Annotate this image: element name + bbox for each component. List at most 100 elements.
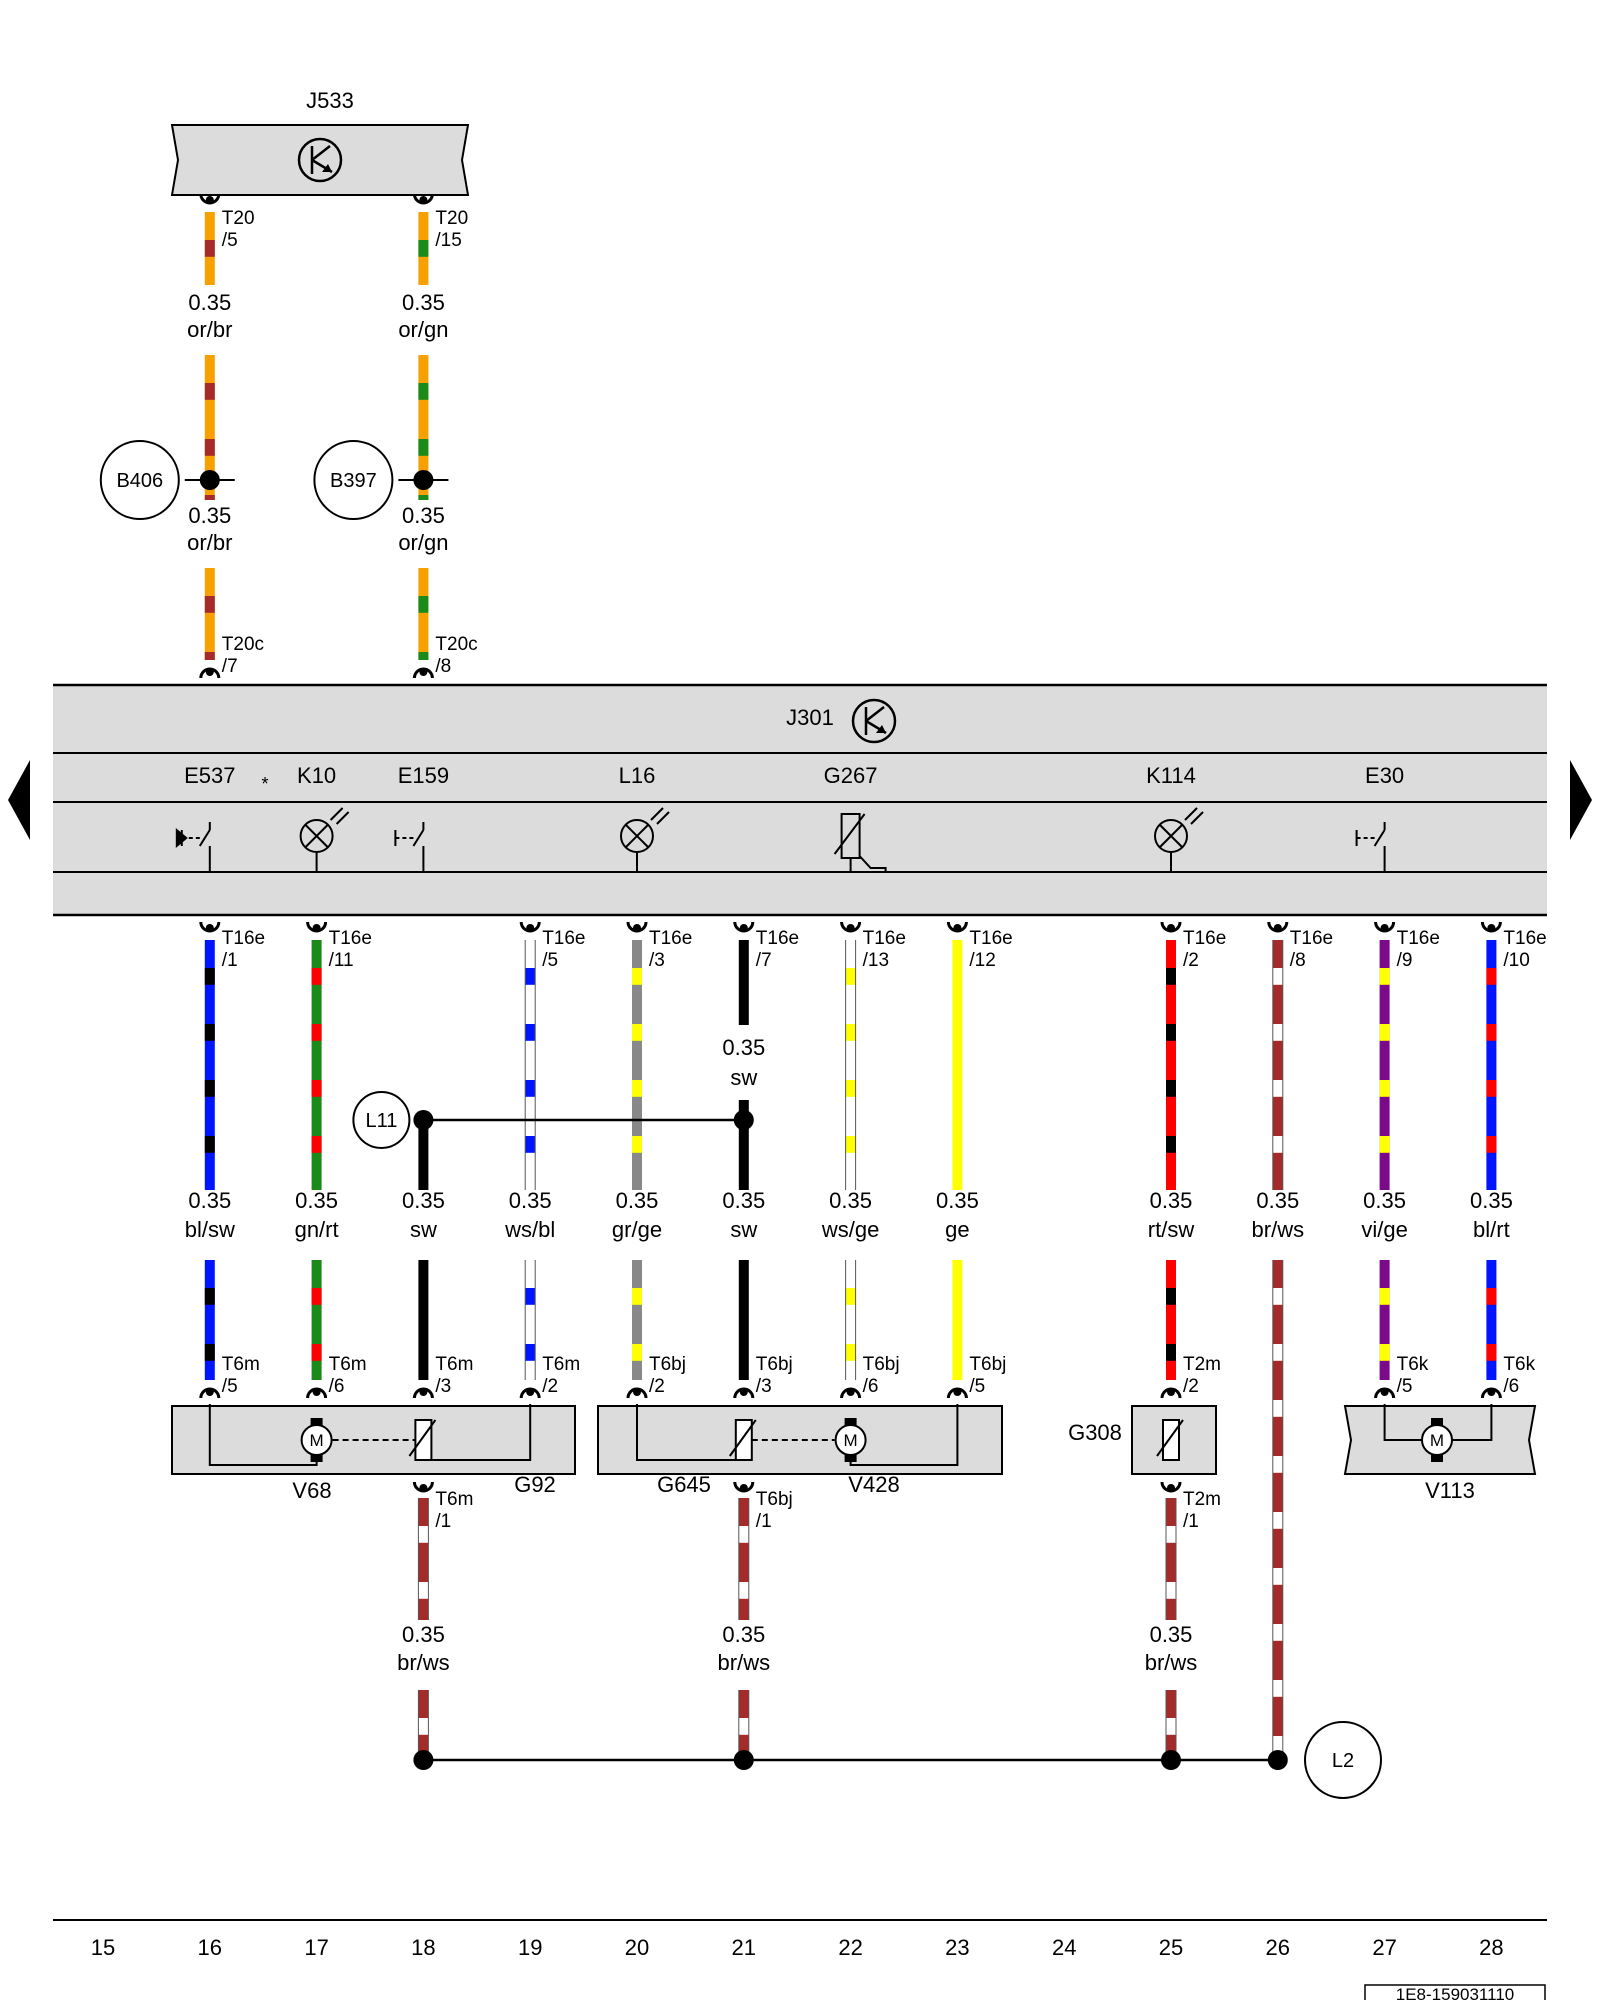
motor-letter: M: [844, 1431, 858, 1450]
wire-upper-c-stripe: [204, 652, 215, 660]
motor-brush: [310, 1418, 323, 1425]
wire-ground-b: [417, 1690, 429, 1760]
potentiometer-icon: [1156, 1419, 1184, 1461]
device-label: V113: [1425, 1478, 1475, 1503]
wire-size: 0.35: [402, 1188, 445, 1213]
wire-ground-a-stripe: [418, 1582, 429, 1599]
connector-pin: [1380, 924, 1389, 932]
wire-upper-b-stripe: [418, 439, 429, 456]
wire-lower-a-base: [1379, 940, 1390, 1190]
component-resistor-icon: [833, 813, 887, 872]
component-switch-icon: [394, 822, 425, 872]
wire-lower-c-stripe: [845, 1288, 856, 1305]
wire-lower-b-segment: [738, 1100, 749, 1190]
connector-pin: [526, 1388, 535, 1396]
pin-connector-device: [840, 1387, 862, 1399]
pin-label-top: T20/15: [435, 208, 468, 251]
junction-dot: [733, 1110, 754, 1130]
column-number: 24: [1052, 1935, 1076, 1960]
pin-connector-j301: [1160, 921, 1182, 933]
pin-label-j301: T16e/12: [969, 928, 1012, 971]
lamp-cross: [304, 824, 329, 848]
pot-body: [734, 1419, 753, 1461]
connector-pin: [1487, 1388, 1496, 1396]
wire-lower-c-stripe: [1272, 1344, 1283, 1361]
wire-lower-a-stripe: [845, 1080, 856, 1097]
wire-size: 0.35: [188, 1188, 231, 1213]
pin-connector-top: [412, 193, 434, 205]
connector-pin: [953, 1388, 962, 1396]
wire-lower-a-stripe: [1166, 1080, 1176, 1097]
component-label: E537: [184, 763, 235, 788]
device-label: G645: [657, 1472, 711, 1497]
wire-color-code: sw: [730, 1065, 757, 1090]
wire-lower-c-stripe: [311, 1288, 322, 1305]
pin-label-bottom: T20c/8: [435, 634, 477, 677]
wire-lower-a-stripe: [204, 1080, 215, 1097]
wire-lower-b: [738, 1100, 749, 1190]
wire-size: 0.35: [722, 1035, 765, 1060]
pin-label-device: T6m/2: [542, 1354, 580, 1397]
wire-lower-c: [845, 1260, 857, 1380]
wire-upper-c-base: [204, 568, 215, 660]
pin-connector-device: [519, 1387, 541, 1399]
wire-size: 0.35: [1470, 1188, 1513, 1213]
ground-junction-dot: [1267, 1750, 1288, 1770]
wire-size: 0.35: [722, 1622, 765, 1647]
column-number: 22: [838, 1935, 862, 1960]
pin-label-device: T2m/2: [1183, 1354, 1221, 1397]
wire-ground-b: [1165, 1690, 1177, 1760]
wire-lower-a-stripe: [1486, 1080, 1497, 1097]
pin-connector-top: [199, 193, 221, 205]
wire-lower-c-stripe: [1272, 1512, 1283, 1529]
wire-lower-a-base: [1486, 940, 1497, 1190]
component-switch-icon: [1355, 822, 1386, 872]
device-trace: [636, 1404, 744, 1461]
component-lamp-icon: [620, 807, 670, 872]
pin-label-j301: T16e/13: [863, 928, 906, 971]
wire-lower-a-base: [632, 940, 642, 1190]
pin-label-device: T6bj/3: [756, 1354, 793, 1397]
wire-upper-c-stripe: [204, 596, 215, 613]
wire-ground-b-stripe: [418, 1718, 429, 1735]
wire-ground-a-stripe: [418, 1526, 429, 1543]
wire-lower-c-stripe: [1486, 1288, 1497, 1305]
wire-lower-a-base: [204, 940, 215, 1190]
wire-size: 0.35: [402, 1622, 445, 1647]
pin-label-device: T6bj/5: [969, 1354, 1006, 1397]
wire-size: 0.35: [1150, 1622, 1193, 1647]
column-number: 27: [1372, 1935, 1396, 1960]
pin-label-device: T6k/5: [1397, 1354, 1429, 1397]
wire-lower-c-segment: [952, 1260, 963, 1380]
wire-upper-b-base: [204, 355, 215, 500]
processor-icon: [297, 137, 343, 183]
component-label: G267: [824, 763, 878, 788]
wire-lower-a-stripe: [632, 1136, 642, 1153]
wire-lower-a: [632, 940, 642, 1190]
motor-letter: M: [1430, 1431, 1444, 1450]
wire-ground-a: [1165, 1498, 1177, 1620]
column-number: 15: [91, 1935, 115, 1960]
motor-brush: [844, 1455, 857, 1462]
pin-connector-ground: [1160, 1481, 1182, 1493]
wire-lower-c-segment: [738, 1260, 749, 1380]
pin-label-j301: T16e/5: [542, 928, 585, 971]
column-number: 16: [198, 1935, 222, 1960]
connector-pin: [419, 668, 428, 676]
pin-connector-j301: [626, 921, 648, 933]
wire-color-code: br/ws: [397, 1650, 450, 1675]
wire-lower-a-stripe: [204, 1024, 215, 1041]
pin-connector-bottom: [199, 667, 221, 679]
processor-icon: [851, 698, 897, 744]
column-number: 25: [1159, 1935, 1183, 1960]
pin-label-j301: T16e/10: [1503, 928, 1546, 971]
device-label: G92: [514, 1472, 556, 1497]
wire-size: 0.35: [188, 290, 231, 315]
column-number: 20: [625, 1935, 649, 1960]
pin-label-j301: T16e/7: [756, 928, 799, 971]
pin-connector-j301: [840, 921, 862, 933]
wire-lower-a-stripe: [525, 1080, 536, 1097]
device-trace: [849, 1404, 959, 1466]
connector-pin: [739, 924, 748, 932]
wire-lower-c-stripe: [845, 1344, 856, 1361]
